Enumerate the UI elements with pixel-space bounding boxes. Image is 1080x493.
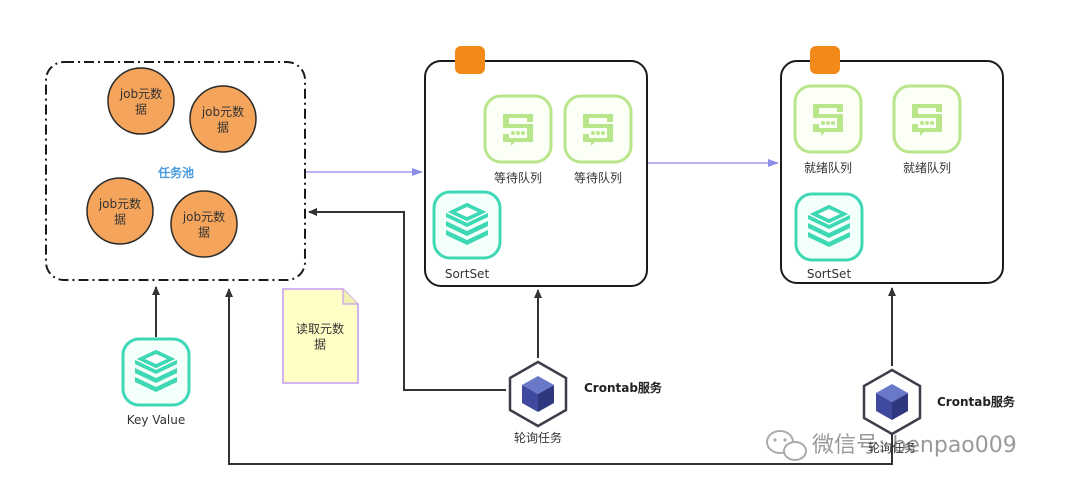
right-crontab-to-pool-arrow: [225, 288, 893, 465]
crontab-cube-icon: [508, 360, 568, 428]
polling-task-label: 轮询任务: [868, 440, 916, 455]
job-metadata-node: job元数据: [170, 190, 238, 258]
ready-queue-label: 就绪队列: [804, 160, 852, 175]
sortset-redis-icon: [794, 192, 864, 262]
wechat-icon: [766, 430, 807, 461]
waiting-queue-label: 等待队列: [494, 170, 542, 185]
ready-queue-icon: [892, 84, 962, 154]
watermark-text: 微信号: benpao009: [812, 433, 1017, 458]
key-value-label: Key Value: [127, 413, 186, 427]
crontab-read-metadata-arrow: [308, 208, 506, 391]
task-pool-box: [45, 61, 306, 281]
task-pool-title: 任务池: [157, 165, 194, 180]
job-metadata-node: job元数据: [189, 85, 257, 153]
ready-queue-label: 就绪队列: [903, 160, 951, 175]
note-text: 读取元数据: [296, 321, 344, 352]
key-value-redis-icon: [121, 337, 191, 407]
job-metadata-node: job元数据: [107, 67, 175, 135]
crontab-title: Crontab服务: [937, 394, 1016, 409]
waiting-queue-label: 等待队列: [574, 170, 622, 185]
waiting-queue-icon: [483, 94, 553, 164]
note-read-metadata: 读取元数据: [282, 288, 359, 384]
job-metadata-node: job元数据: [86, 177, 154, 245]
job-label: job元数据: [119, 86, 162, 117]
job-label: job元数据: [98, 196, 141, 227]
polling-task-label: 轮询任务: [514, 430, 562, 445]
job-label: job元数据: [201, 104, 244, 135]
crontab-title: Crontab服务: [584, 380, 663, 395]
ready-queue-icon: [793, 84, 863, 154]
sortset-redis-icon: [432, 190, 502, 260]
job-label: job元数据: [182, 209, 225, 240]
sortset-label: SortSet: [445, 267, 490, 281]
waiting-queue-icon: [563, 94, 633, 164]
sortset-label: SortSet: [807, 267, 852, 281]
crontab-cube-icon: [862, 368, 922, 436]
